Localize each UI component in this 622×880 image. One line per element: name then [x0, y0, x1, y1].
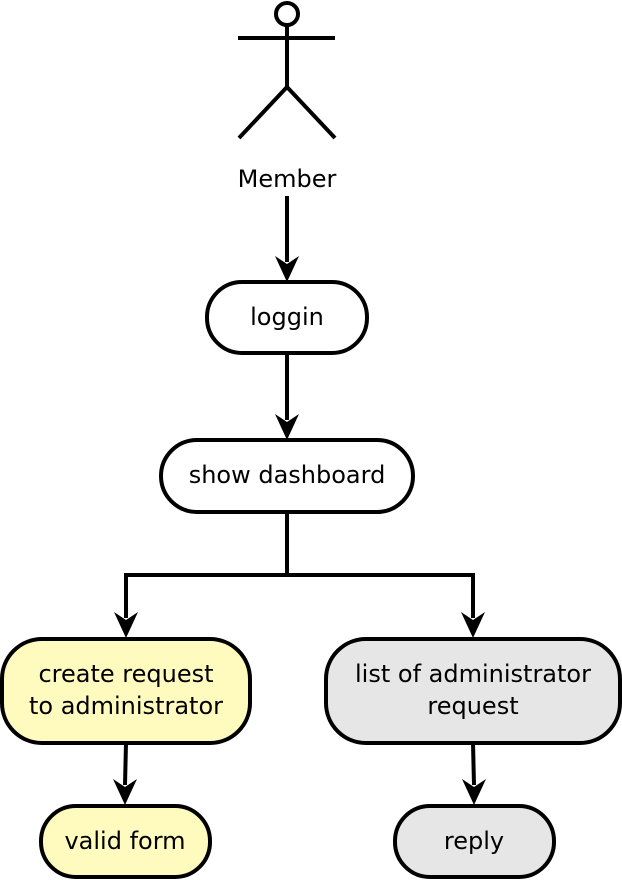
edge-actor-to-login: [275, 196, 299, 282]
node-reply-label: reply: [444, 827, 504, 855]
member-actor-icon: [237, 1, 337, 140]
node-create-request-label-line1: create request: [38, 660, 213, 688]
node-dashboard: show dashboard: [159, 438, 415, 514]
edge-create-to-valid-form: [113, 742, 137, 805]
node-list-requests-label-line2: request: [427, 692, 518, 720]
node-valid-form: valid form: [39, 804, 212, 879]
edge-dashboard-split: [114, 512, 485, 638]
node-login-label: loggin: [250, 303, 324, 331]
node-create-request: create request to administrator: [0, 637, 252, 745]
node-valid-form-label: valid form: [64, 827, 185, 855]
node-create-request-label-line2: to administrator: [29, 692, 223, 720]
node-dashboard-label: show dashboard: [189, 461, 386, 489]
actor-label: Member: [238, 165, 337, 193]
edge-list-to-reply: [462, 742, 486, 805]
node-list-requests-label-line1: list of administrator: [355, 660, 591, 688]
edge-login-to-dashboard: [275, 353, 299, 440]
node-reply: reply: [393, 804, 556, 879]
node-list-requests: list of administrator request: [324, 637, 622, 745]
node-login: loggin: [205, 280, 369, 355]
